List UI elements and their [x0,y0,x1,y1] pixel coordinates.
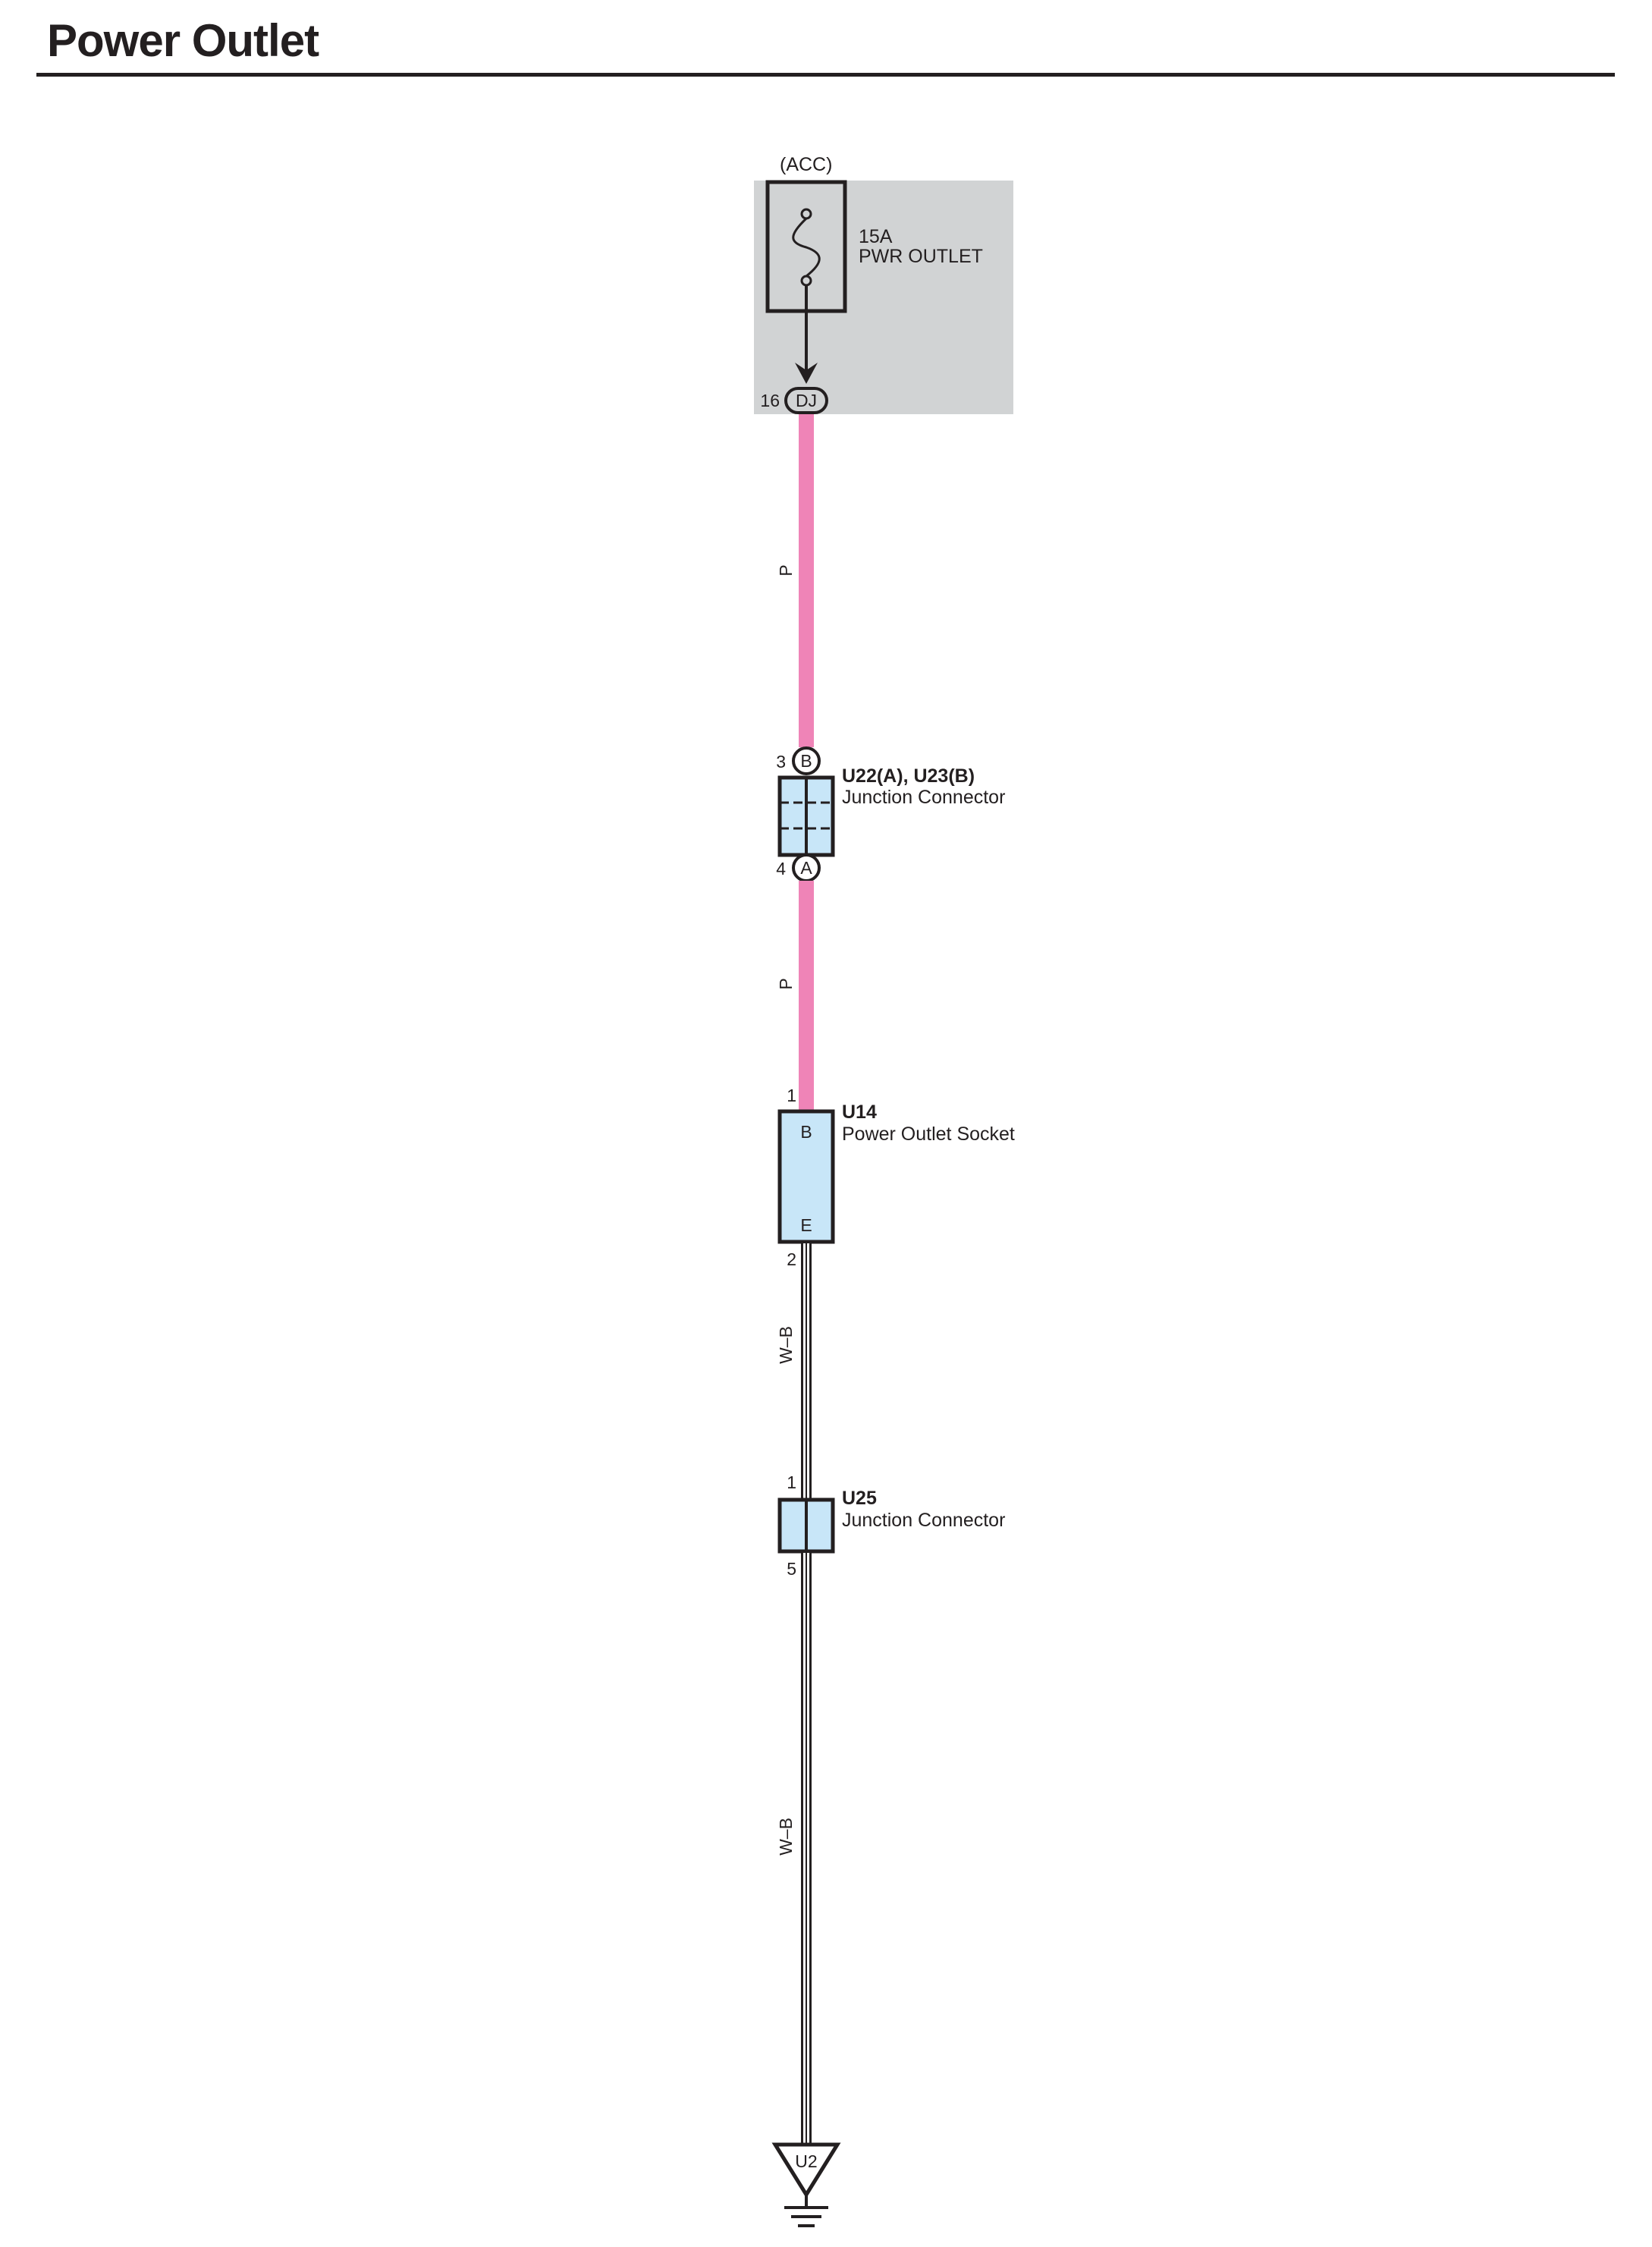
junction-u22-body [777,775,835,857]
connector-dj-pin: 16 [760,391,780,410]
socket-u14-pin-bottom: 2 [787,1249,796,1269]
junction-u22-pin-top: 3 [776,752,786,772]
fuse-block-background [754,181,1013,414]
socket-u14-terminal-e: E [800,1215,812,1235]
ground-u2-label: U2 [795,2151,817,2171]
wire-p-middle-label: P [776,978,796,989]
junction-u22-pin-bottom: 4 [776,859,786,878]
socket-u14-description: Power Outlet Socket [842,1124,1015,1145]
fuse-symbol [765,180,847,384]
title-divider [36,73,1615,77]
socket-u14-id: U14 [842,1102,877,1123]
wire-p-upper-label: P [776,564,796,576]
socket-u14-body [777,1109,835,1244]
junction-u22-description: Junction Connector [842,787,1005,808]
connector-u23-b [792,746,821,775]
power-source-label: (ACC) [780,154,832,175]
connector-u23-b-label: B [800,751,812,771]
connector-u22-a-label: A [800,858,812,878]
ground-icon [771,2142,841,2227]
page-title: Power Outlet [47,15,319,66]
socket-u14-terminal-b: B [800,1122,812,1142]
fuse-rating: 15A [859,226,893,247]
junction-u22-id: U22(A), U23(B) [842,765,975,787]
junction-u25-id: U25 [842,1488,877,1509]
connector-dj [784,387,828,414]
fuse-name: PWR OUTLET [859,246,983,267]
junction-u25-body [777,1497,835,1554]
socket-u14-pin-top: 1 [787,1086,796,1105]
junction-u25-description: Junction Connector [842,1510,1005,1531]
junction-u25-pin-top: 1 [787,1472,796,1492]
connector-dj-label: DJ [796,391,817,410]
wire-wb-upper-label: W–B [776,1326,796,1364]
junction-u25-pin-bottom: 5 [787,1559,796,1579]
wire-wb-lower-label: W–B [776,1818,796,1856]
